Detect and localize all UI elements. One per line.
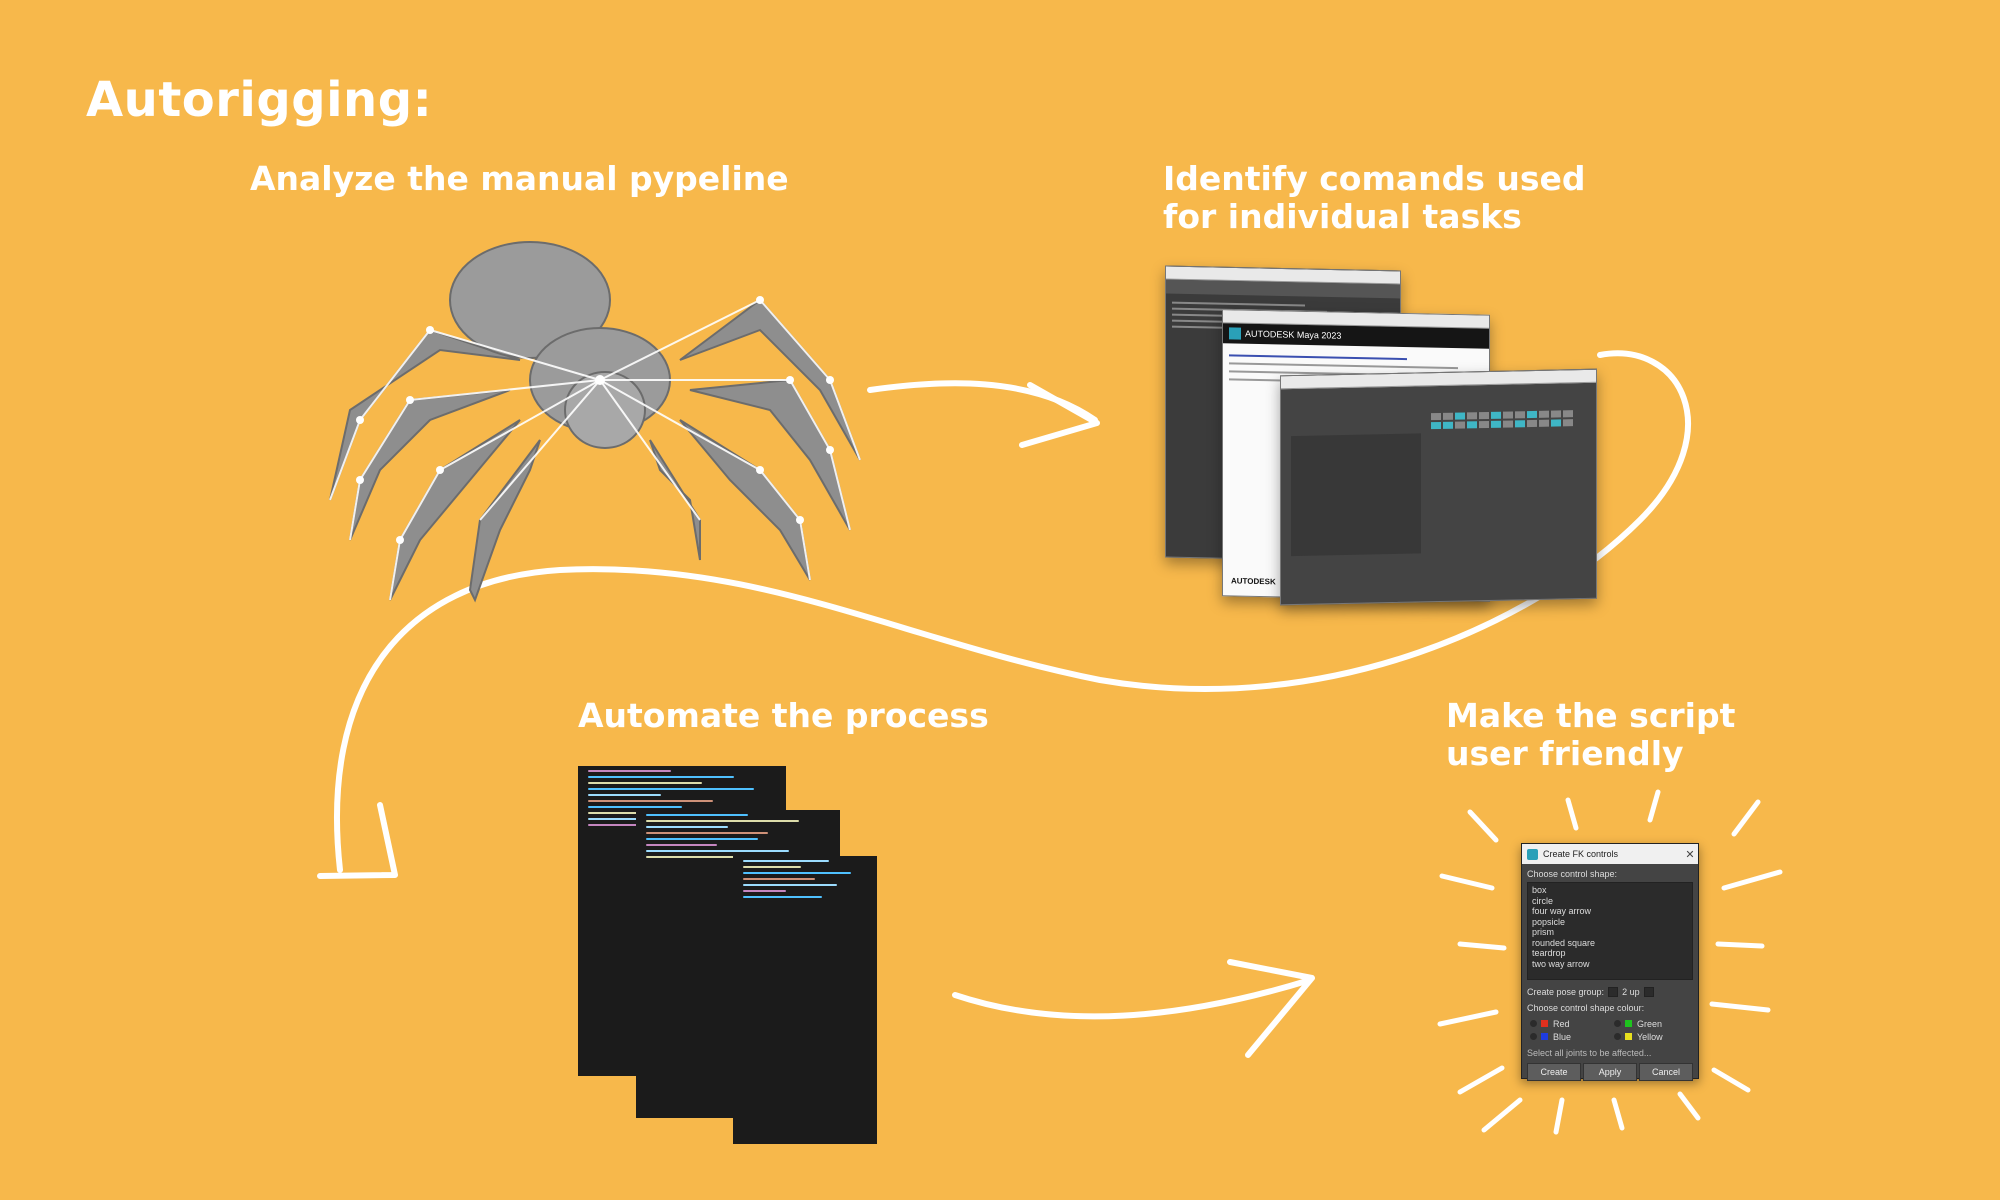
radio-icon [1614,1033,1621,1040]
maya-icon [1527,848,1538,860]
colour-option-green[interactable]: Green [1614,1017,1698,1030]
shape-item[interactable]: circle [1532,895,1554,906]
arrow-3 [952,977,1313,1020]
arrow-2 [334,350,1691,873]
shape-item[interactable]: rounded square [1532,937,1596,948]
shape-item[interactable]: two way arrow [1532,958,1590,969]
colour-name: Yellow [1637,1031,1663,1042]
yellow-swatch [1625,1033,1632,1040]
shape-item[interactable]: popsicle [1532,916,1566,927]
shape-label: Choose control shape: [1527,869,1618,879]
pose-group-checkbox[interactable] [1608,987,1619,997]
pose-group-up-label: 2 up [1622,987,1640,997]
up-checkbox[interactable] [1643,987,1654,997]
shape-item[interactable]: box [1532,885,1547,895]
code-panel-3 [733,856,877,1144]
create-button[interactable]: Create [1527,1063,1581,1081]
highlight-rays [1437,789,1783,1135]
step-3-label: Automate the process [578,696,989,735]
arrow-3-head [1227,959,1315,1058]
apply-button[interactable]: Apply [1583,1063,1637,1081]
hint-text: Select all joints to be affected... [1527,1048,1652,1058]
shape-list[interactable]: box circle four way arrow popsicle prism… [1527,882,1693,980]
radio-icon [1530,1020,1537,1027]
pose-group-label: Create pose group: [1527,987,1605,997]
red-swatch [1541,1020,1548,1027]
step-4-label: Make the script user friendly [1446,696,1736,773]
colour-name: Red [1553,1018,1570,1029]
colour-name: Blue [1553,1031,1572,1042]
hotkey-editor-window [1280,368,1597,606]
colour-option-blue[interactable]: Blue [1530,1030,1614,1043]
shape-item[interactable]: prism [1532,927,1554,937]
colour-option-red[interactable]: Red [1530,1017,1614,1030]
spider-abdomen [449,241,611,359]
close-icon[interactable]: ✕ [1685,848,1695,861]
maya-brand: AUTODESK Maya 2023 [1245,328,1342,341]
autodesk-footer: AUTODESK [1231,576,1276,587]
radio-icon [1530,1033,1537,1040]
cancel-button[interactable]: Cancel [1639,1063,1693,1081]
step-1-label: Analyze the manual pypeline [250,159,789,198]
dialog-title: Create FK controls [1543,849,1619,859]
step-2-label: Identify comands used for individual tas… [1163,159,1586,236]
dialog-titlebar: Create FK controls ✕ [1522,844,1698,864]
green-swatch [1625,1020,1632,1027]
shape-item[interactable]: four way arrow [1532,906,1592,916]
colour-option-yellow[interactable]: Yellow [1614,1030,1698,1043]
blue-swatch [1541,1033,1548,1040]
create-fk-controls-dialog: Create FK controls ✕ Choose control shap… [1521,843,1699,1081]
page-title: Autorigging: [86,72,433,128]
shape-item[interactable]: teardrop [1532,948,1566,958]
colour-name: Green [1637,1018,1663,1029]
radio-icon [1614,1020,1621,1027]
colour-label: Choose control shape colour: [1527,1003,1645,1013]
arrow-1-head [1019,382,1100,448]
arrow-2-head [317,802,398,879]
